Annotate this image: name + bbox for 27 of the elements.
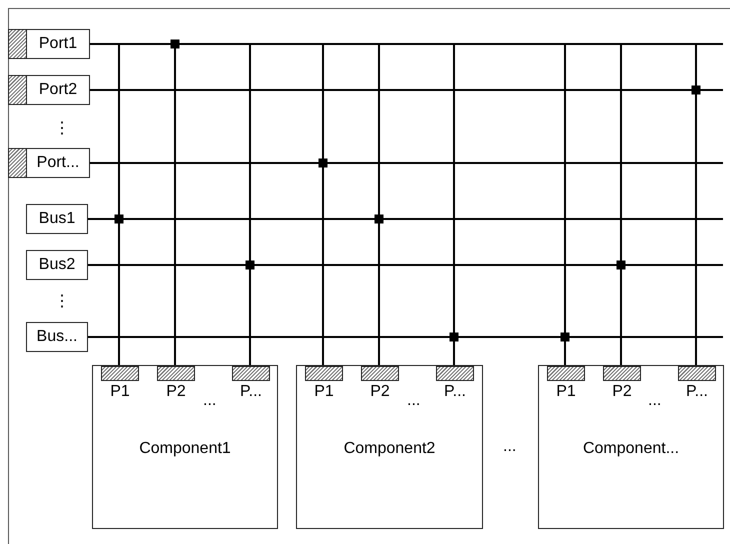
component-name: Component1 — [138, 440, 232, 458]
ellipsis: ... — [203, 392, 216, 410]
vertical-ellipsis: ⋮ — [54, 292, 70, 311]
pin-label: P... — [685, 383, 709, 401]
ellipsis: ... — [648, 392, 662, 410]
pin-label: P... — [239, 383, 263, 401]
port-box: Bus1 — [26, 204, 88, 234]
ellipsis: ... — [503, 438, 516, 456]
port-box: Port... — [26, 148, 90, 178]
pin-label: P1 — [313, 383, 335, 401]
component-name: Component2 — [342, 440, 436, 458]
component-box — [92, 365, 278, 529]
component-box — [538, 365, 724, 529]
component-box — [296, 365, 483, 529]
port-box: Bus... — [26, 322, 88, 352]
pin-label: P1 — [555, 383, 577, 401]
port-box: Bus2 — [26, 250, 88, 280]
port-box: Port1 — [26, 29, 90, 59]
component-name: Component... — [582, 440, 680, 458]
pin-label: P2 — [611, 383, 633, 401]
ellipsis: ... — [407, 392, 420, 410]
vertical-ellipsis: ⋮ — [54, 119, 70, 138]
port-box: Port2 — [26, 75, 90, 105]
pin-label: P1 — [109, 383, 131, 401]
pin-label: P2 — [369, 383, 391, 401]
pin-label: P2 — [165, 383, 187, 401]
pin-label: P... — [443, 383, 467, 401]
